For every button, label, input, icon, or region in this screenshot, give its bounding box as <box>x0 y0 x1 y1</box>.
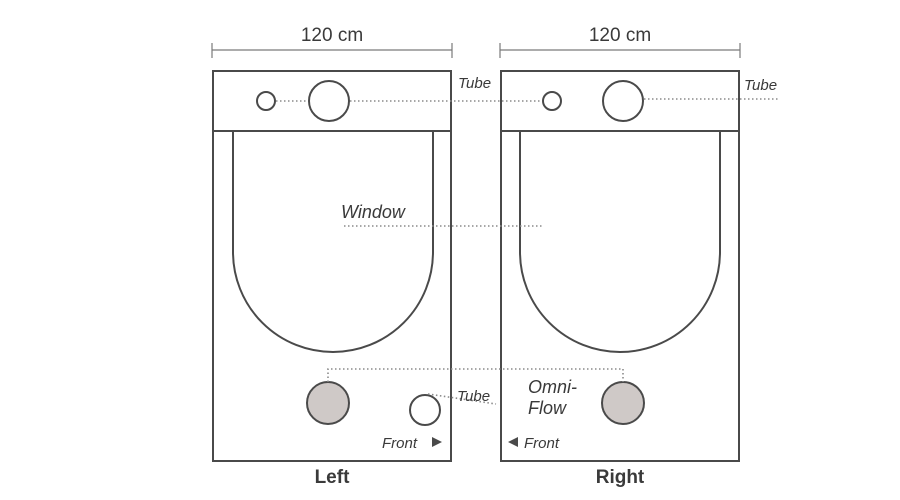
left-width-label: 120 cm <box>301 25 363 46</box>
leader-omni-flow-bracket <box>327 368 624 382</box>
left-panel-outline <box>212 70 452 462</box>
arrow-right-icon <box>432 437 442 447</box>
tube-label-top-right: Tube <box>744 77 777 94</box>
left-omni-flow-port <box>306 381 350 425</box>
leader-lines <box>276 98 780 405</box>
tube-label-bottom: Tube <box>457 388 490 405</box>
left-front-label: Front <box>382 435 418 452</box>
right-panel-outline <box>500 70 740 462</box>
left-panel-label: Left <box>315 467 351 488</box>
omni-flow-label-line1: Omni- <box>528 377 577 397</box>
arrow-left-icon <box>508 437 518 447</box>
tube-label-top-left: Tube <box>458 75 491 92</box>
left-large-tube-port <box>308 80 350 122</box>
left-panel: 120 cm Front Left <box>211 25 453 488</box>
right-front-label: Front <box>524 435 560 452</box>
right-panel-label: Right <box>596 467 645 488</box>
right-small-tube-port <box>542 91 562 111</box>
left-width-dimension: 120 cm <box>211 25 453 58</box>
leader-bottom-tube <box>427 393 497 405</box>
right-width-dimension: 120 cm <box>499 25 741 58</box>
window-label: Window <box>341 202 406 222</box>
right-omni-flow-port <box>601 381 645 425</box>
left-window-outline <box>232 131 434 353</box>
omni-flow-label-line2: Flow <box>528 398 567 418</box>
right-window-outline <box>519 131 721 353</box>
left-bottom-tube-port <box>409 394 441 426</box>
right-panel: 120 cm Front Right <box>499 25 741 488</box>
right-width-label: 120 cm <box>589 25 651 46</box>
left-small-tube-port <box>256 91 276 111</box>
right-large-tube-port <box>602 80 644 122</box>
